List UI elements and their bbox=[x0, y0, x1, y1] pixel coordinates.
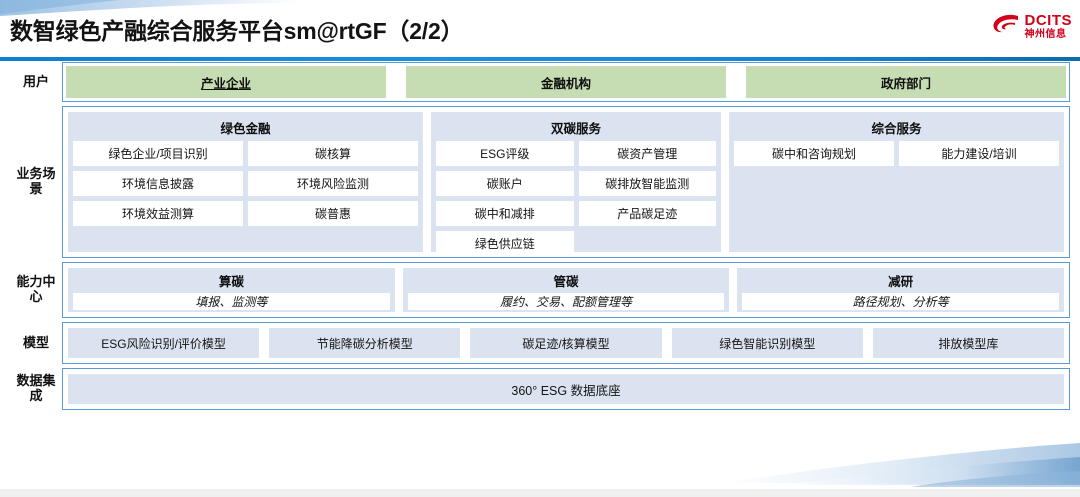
biz-cell[interactable]: 碳排放智能监测 bbox=[578, 171, 716, 196]
capability-group-manage-carbon-subtitle: 履约、交易、配额管理等 bbox=[407, 293, 725, 310]
business-group-dual-carbon: 双碳服务 ESG评级 碳资产管理 碳账户 碳排放智能监测 碳中和减排 产品碳足迹… bbox=[431, 112, 721, 256]
biz-cell[interactable]: 碳核算 bbox=[248, 141, 418, 166]
row-body-users: 产业企业 金融机构 政府部门 bbox=[62, 62, 1070, 102]
business-group-comprehensive-title: 综合服务 bbox=[871, 122, 922, 136]
row-users: 用户 产业企业 金融机构 政府部门 bbox=[10, 62, 1070, 102]
business-group-dual-carbon-title: 双碳服务 bbox=[550, 122, 601, 136]
user-chip-industry[interactable]: 产业企业 bbox=[66, 66, 386, 98]
user-chip-government[interactable]: 政府部门 bbox=[746, 66, 1066, 98]
biz-cell[interactable]: 产品碳足迹 bbox=[578, 201, 716, 226]
row-model: 模型 ESG风险识别/评价模型 节能降碳分析模型 碳足迹/核算模型 绿色智能识别… bbox=[10, 322, 1070, 364]
dcits-swirl-icon bbox=[991, 12, 1021, 41]
biz-cell[interactable]: 环境风险监测 bbox=[248, 171, 418, 196]
capability-group-reduce-research-title: 减研 bbox=[888, 275, 914, 289]
business-group-comprehensive: 综合服务 碳中和咨询规划 能力建设/培训 bbox=[729, 112, 1064, 252]
row-business-scenario: 业务场景 绿色金融 绿色企业/项目识别 碳核算 环境信息披露 环境风险监测 环境… bbox=[10, 106, 1070, 258]
row-body-capability-center: 算碳 填报、监测等 管碳 履约、交易、配额管理等 减研 路径规划、分析等 bbox=[62, 262, 1070, 318]
model-cell[interactable]: 节能降碳分析模型 bbox=[269, 328, 461, 358]
row-label-data-integration: 数据集成 bbox=[16, 373, 56, 403]
biz-cell[interactable]: 环境效益测算 bbox=[73, 201, 243, 226]
logo-text-cn: 神州信息 bbox=[1024, 29, 1067, 40]
biz-cell[interactable]: 环境信息披露 bbox=[73, 171, 243, 196]
capability-group-manage-carbon[interactable]: 管碳 履约、交易、配额管理等 bbox=[402, 268, 730, 312]
user-chip-industry-label: 产业企业 bbox=[200, 76, 251, 91]
biz-cell[interactable]: 绿色供应链 bbox=[436, 231, 574, 256]
row-label-business-scenario: 业务场景 bbox=[16, 166, 56, 196]
slide-header: 数智绿色产融综合服务平台sm@rtGF（2/2） DCITS 神州信息 bbox=[0, 8, 1080, 61]
row-label-capability-center: 能力中心 bbox=[16, 274, 56, 304]
row-capability-center: 能力中心 算碳 填报、监测等 管碳 履约、交易、配额管理等 减研 路径规划、分析… bbox=[10, 262, 1070, 318]
business-group-dual-carbon-cells: ESG评级 碳资产管理 碳账户 碳排放智能监测 碳中和减排 产品碳足迹 绿色供应… bbox=[436, 141, 716, 256]
title-divider bbox=[0, 57, 1080, 61]
data-foundation-cell[interactable]: 360° ESG 数据底座 bbox=[68, 374, 1064, 404]
user-chip-financial[interactable]: 金融机构 bbox=[406, 66, 726, 98]
model-cell[interactable]: 碳足迹/核算模型 bbox=[470, 328, 662, 358]
capability-group-calc-carbon-subtitle: 填报、监测等 bbox=[73, 293, 390, 310]
bottom-swoosh-decoration bbox=[660, 437, 1080, 497]
model-cell[interactable]: 排放模型库 bbox=[872, 328, 1065, 358]
biz-cell[interactable]: 碳资产管理 bbox=[578, 141, 716, 166]
business-group-green-finance-title: 绿色金融 bbox=[220, 122, 271, 136]
biz-cell[interactable]: 碳中和减排 bbox=[436, 201, 574, 226]
page-title: 数智绿色产融综合服务平台sm@rtGF（2/2） bbox=[10, 18, 464, 44]
row-body-model: ESG风险识别/评价模型 节能降碳分析模型 碳足迹/核算模型 绿色智能识别模型 … bbox=[62, 322, 1070, 364]
capability-group-calc-carbon[interactable]: 算碳 填报、监测等 bbox=[68, 268, 395, 312]
biz-cell[interactable]: 碳账户 bbox=[436, 171, 574, 196]
capability-group-calc-carbon-title: 算碳 bbox=[218, 275, 244, 289]
user-chip-government-label: 政府部门 bbox=[880, 76, 931, 91]
row-label-users: 用户 bbox=[22, 73, 49, 89]
biz-cell[interactable]: 碳普惠 bbox=[248, 201, 418, 226]
biz-cell[interactable]: 能力建设/培训 bbox=[899, 141, 1059, 166]
row-body-business-scenario: 绿色金融 绿色企业/项目识别 碳核算 环境信息披露 环境风险监测 环境效益测算 … bbox=[62, 106, 1070, 258]
biz-cell[interactable]: 绿色企业/项目识别 bbox=[73, 141, 243, 166]
model-cell[interactable]: 绿色智能识别模型 bbox=[671, 328, 863, 358]
row-body-data-integration: 360° ESG 数据底座 bbox=[62, 368, 1070, 410]
user-chip-financial-label: 金融机构 bbox=[540, 76, 591, 91]
dcits-logo: DCITS 神州信息 bbox=[991, 12, 1073, 41]
capability-group-reduce-research[interactable]: 减研 路径规划、分析等 bbox=[737, 268, 1065, 312]
business-group-comprehensive-cells: 碳中和咨询规划 能力建设/培训 bbox=[734, 141, 1059, 166]
business-group-green-finance: 绿色金融 绿色企业/项目识别 碳核算 环境信息披露 环境风险监测 环境效益测算 … bbox=[68, 112, 423, 252]
bottom-bar bbox=[0, 489, 1080, 497]
biz-cell[interactable]: 碳中和咨询规划 bbox=[734, 141, 894, 166]
biz-cell[interactable]: ESG评级 bbox=[436, 141, 574, 166]
logo-text-en: DCITS bbox=[1024, 12, 1072, 29]
capability-group-manage-carbon-title: 管碳 bbox=[553, 275, 579, 289]
row-data-integration: 数据集成 360° ESG 数据底座 bbox=[10, 368, 1070, 410]
capability-group-reduce-research-subtitle: 路径规划、分析等 bbox=[742, 293, 1060, 310]
architecture-grid: 用户 产业企业 金融机构 政府部门 业务场景 绿色金融 绿色 bbox=[10, 62, 1070, 414]
business-group-green-finance-cells: 绿色企业/项目识别 碳核算 环境信息披露 环境风险监测 环境效益测算 碳普惠 bbox=[73, 141, 418, 226]
row-label-model: 模型 bbox=[22, 334, 49, 350]
model-cell[interactable]: ESG风险识别/评价模型 bbox=[68, 328, 260, 358]
